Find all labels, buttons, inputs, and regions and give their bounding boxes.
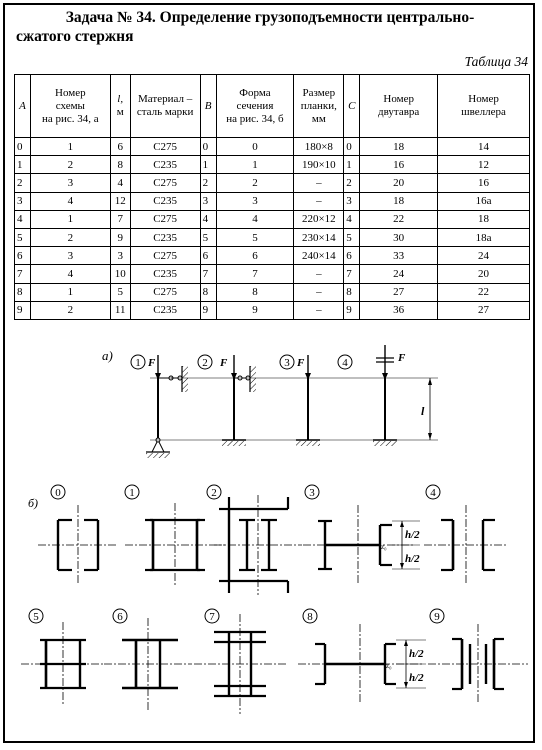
table-cell: 240×14 [293,246,345,266]
section-3-number: 3 [309,487,315,499]
scheme-2-number: 2 [202,357,208,369]
section-4-number: 4 [430,487,436,499]
section-5: 5 [21,608,105,706]
table-cell: 180×8 [293,136,345,157]
figure-b-label: б) [28,496,38,510]
section-1: 1 [124,484,225,587]
header-material: Материал –сталь марки [129,74,201,138]
force-label: F [397,352,406,364]
table-cell: – [293,282,345,302]
dim-z0: z₀ [381,543,387,551]
table-cell: 24 [359,264,439,284]
table-cell: 22 [437,282,530,302]
page-frame [3,3,535,743]
table-cell: 33 [359,246,439,266]
table-cell: 24 [437,246,530,266]
section-2: 2 [206,484,302,595]
section-5-number: 5 [33,611,39,623]
table-cell: 8 [199,282,217,302]
dim-h-half: h/2 [405,529,420,541]
length-label: l [421,404,425,418]
force-label: F [219,357,228,369]
section-0-number: 0 [55,487,61,499]
title-line-1: Задача № 34. Определение грузоподъемност… [65,9,475,26]
section-3: 3 h/2 h/2 z₀ [303,484,420,585]
table-cell: С275 [129,246,201,266]
section-6: 6 [104,608,192,710]
scheme-3: 3 F [279,354,320,446]
section-4: 4 [424,484,508,585]
table-cell: – [293,264,345,284]
scheme-1: 1 F [130,354,188,458]
table-cell: С235 [129,191,201,211]
table-cell: 27 [359,282,439,302]
table-cell: С235 [129,155,201,175]
force-label: F [147,357,156,369]
length-dimension: l [150,377,438,441]
scheme-4: 4 F [337,345,406,446]
figure-a-label: а) [102,348,113,363]
table-cell: С235 [129,300,201,320]
title-line-2: сжатого стержня [16,28,134,45]
dim-z0: z₀ [386,662,392,670]
scheme-3-number: 3 [284,357,290,369]
dim-h-half: h/2 [409,672,424,684]
scheme-4-number: 4 [342,357,348,369]
dim-h-half: h/2 [409,648,424,660]
page-title: Задача № 34. Определение грузоподъемност… [10,8,530,46]
section-7-number: 7 [209,611,215,623]
section-1-number: 1 [129,487,135,499]
section-0: 0 [38,484,118,585]
scheme-1-number: 1 [135,357,141,369]
section-2-number: 2 [211,487,217,499]
dim-h-half: h/2 [405,553,420,565]
force-label: F [296,357,305,369]
table-cell: С275 [129,282,201,302]
section-6-number: 6 [117,611,123,623]
section-9-number: 9 [434,611,440,623]
section-8-number: 8 [307,611,313,623]
table-cell: 20 [437,264,530,284]
table-cell: 230×14 [293,227,345,248]
section-9: 9 [428,608,528,704]
table-cell: – [293,300,345,320]
table-caption: Таблица 34 [464,54,528,69]
scheme-2: 2 F [197,354,256,446]
table-cell: С235 [129,264,201,284]
section-7: 7 [194,608,286,714]
section-8: 8 h/2 h/2 z₀ [298,608,426,704]
table-cell: 27 [437,300,530,320]
